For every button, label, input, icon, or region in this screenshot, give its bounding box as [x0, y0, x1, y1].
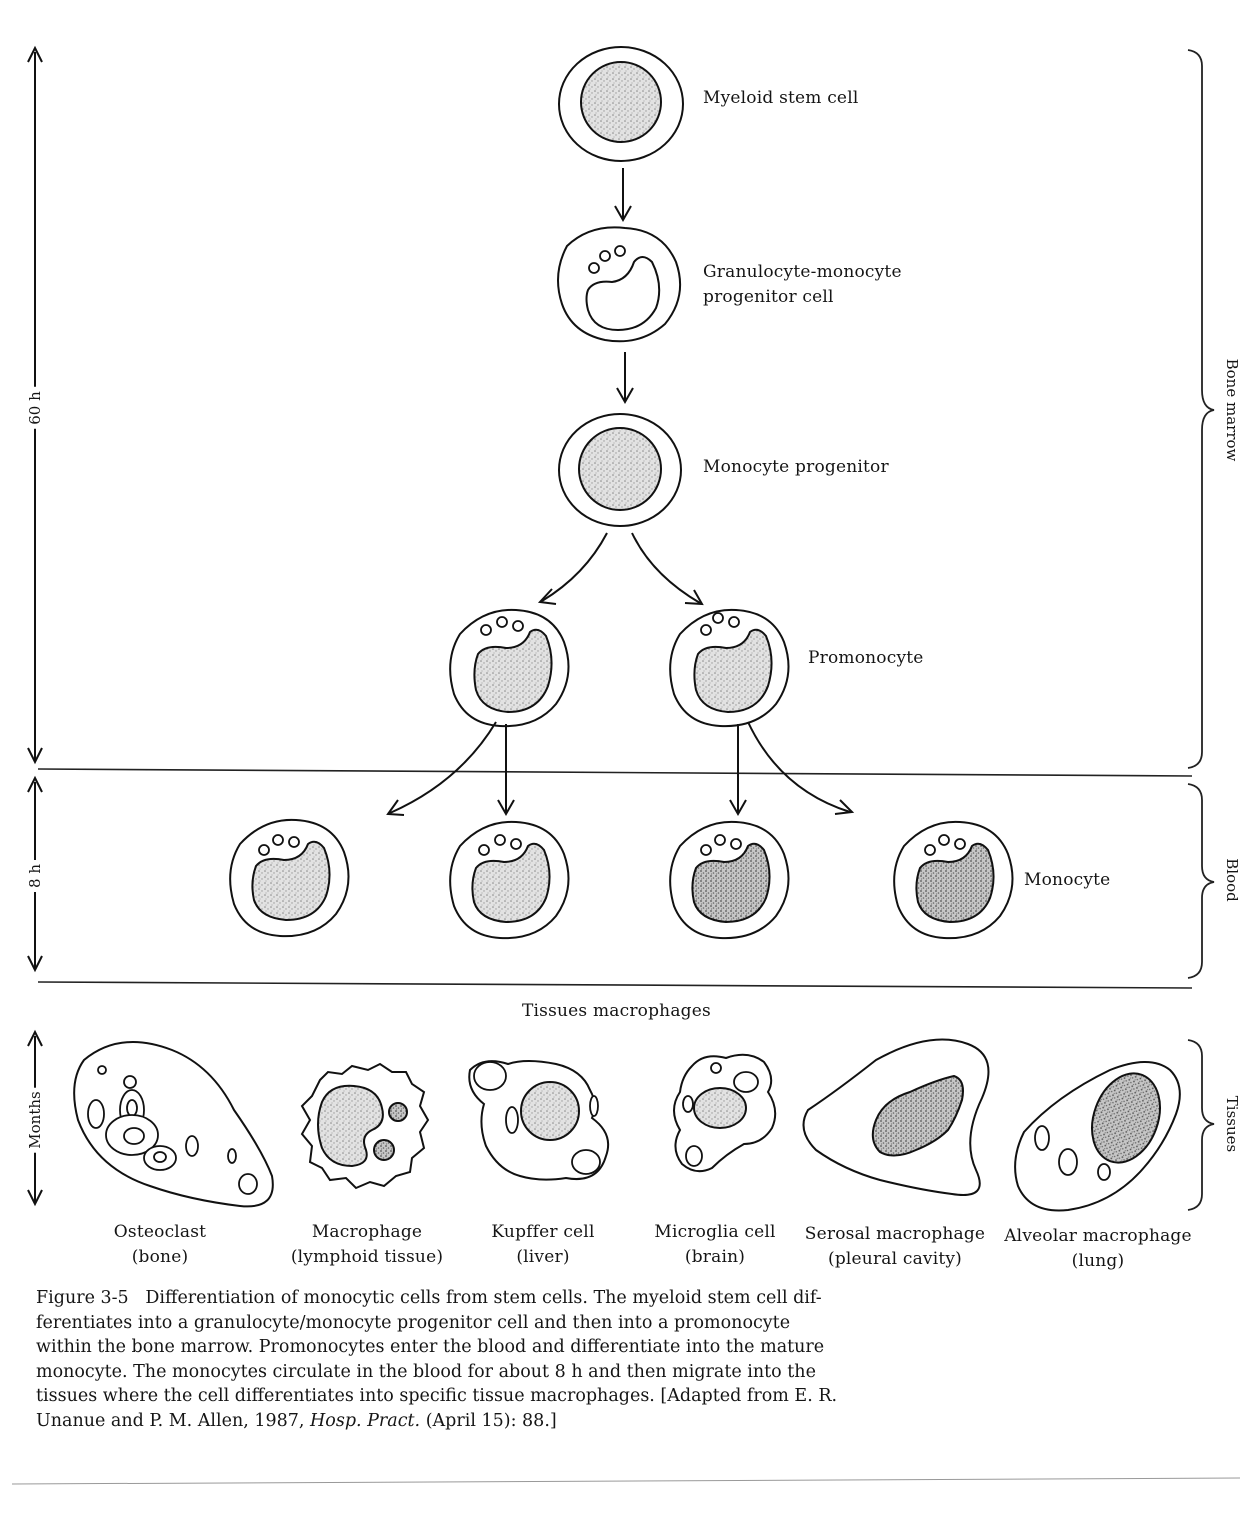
macrophage-site: (brain): [684, 1247, 746, 1267]
monocyte-1: [229, 818, 350, 938]
monocyte-progenitor-cell: [558, 413, 682, 527]
label-compartment-bone-marrow: Bone marrow: [1223, 358, 1241, 462]
separator-caption-bottom: [11, 1477, 1241, 1485]
label-kupffer-cell: Kupffer cell (liver): [478, 1220, 608, 1270]
brace-bone-marrow: [1187, 49, 1215, 769]
separator-marrow-blood: [37, 768, 1193, 777]
caption-text: Unanue and P. M. Allen, 1987,: [36, 1410, 305, 1431]
label-lymphoid-macrophage: Macrophage (lymphoid tissue): [282, 1220, 452, 1270]
label-compartment-blood: Blood: [1223, 858, 1241, 902]
macrophage-name: Microglia cell: [654, 1222, 776, 1242]
caption-citation: (April 15): 88.]: [425, 1410, 557, 1431]
label-tissues-heading: Tissues macrophages: [522, 1001, 711, 1021]
gm-progenitor-cell: [557, 226, 682, 343]
macrophage-name: Macrophage: [311, 1222, 423, 1242]
time-scale-axis: [27, 45, 43, 1207]
caption-line: ferentiates into a granulocyte/monocyte …: [36, 1312, 791, 1333]
label-osteoclast: Osteoclast (bone): [100, 1220, 220, 1270]
label-gm-progenitor-line1: Granulocyte-monocyte: [703, 262, 902, 282]
monocyte-3: [669, 820, 790, 940]
monocyte-2: [449, 820, 570, 940]
microglia-cell: [673, 1053, 777, 1173]
figure-caption: Figure 3-5 Differentiation of monocytic …: [36, 1286, 916, 1433]
brace-tissues: [1187, 1039, 1215, 1211]
label-serosal-macrophage: Serosal macrophage (pleural cavity): [800, 1222, 990, 1272]
kupffer-cell: [468, 1060, 610, 1181]
arrow-to-monocyte-4: [747, 721, 851, 813]
label-alveolar-macrophage: Alveolar macrophage (lung): [1000, 1224, 1196, 1274]
macrophage-site: (bone): [131, 1247, 189, 1267]
caption-journal: Hosp. Pract.: [310, 1410, 421, 1431]
label-monocyte-progenitor: Monocyte progenitor: [703, 457, 889, 477]
caption-line: monocyte. The monocytes circulate in the…: [36, 1361, 816, 1382]
brace-blood: [1187, 783, 1215, 979]
label-promonocyte: Promonocyte: [808, 648, 924, 668]
label-duration-bone-marrow: 60 h: [26, 387, 44, 429]
label-duration-tissues: Months: [26, 1087, 44, 1153]
label-myeloid-stem-cell: Myeloid stem cell: [703, 88, 859, 108]
arrow-to-promonocyte-right: [631, 532, 701, 604]
serosal-macrophage-cell: [802, 1038, 990, 1196]
myeloid-stem-cell: [558, 46, 684, 162]
macrophage-site: (lymphoid tissue): [290, 1247, 444, 1267]
caption-line: within the bone marrow. Promonocytes ent…: [36, 1337, 825, 1357]
promonocyte-left: [449, 608, 570, 728]
caption-line: Unanue and P. M. Allen, 1987, Hosp. Prac…: [36, 1409, 916, 1434]
label-compartment-tissues: Tissues: [1223, 1095, 1241, 1153]
label-microglia-cell: Microglia cell (brain): [650, 1220, 780, 1270]
arrow-to-promonocyte-left: [541, 532, 608, 602]
label-monocyte: Monocyte: [1024, 870, 1111, 890]
monocyte-4: [893, 820, 1014, 940]
macrophage-site: (pleural cavity): [827, 1249, 963, 1269]
lymphoid-macrophage-cell: [300, 1062, 430, 1190]
caption-line: tissues where the cell differentiates in…: [36, 1386, 838, 1406]
label-duration-blood: 8 h: [26, 860, 44, 892]
macrophage-name: Serosal macrophage: [804, 1224, 986, 1244]
macrophage-name: Kupffer cell: [491, 1222, 595, 1242]
macrophage-name: Osteoclast: [113, 1222, 207, 1242]
promonocyte-right: [669, 608, 790, 728]
caption-text: Differentiation of monocytic cells from …: [145, 1288, 822, 1308]
caption-figure-label: Figure 3-5: [36, 1288, 129, 1308]
macrophage-site: (liver): [516, 1247, 570, 1267]
alveolar-macrophage-cell: [1014, 1061, 1181, 1212]
arrow-to-monocyte-1: [389, 721, 497, 814]
osteoclast-cell: [73, 1041, 274, 1208]
macrophage-name: Alveolar macrophage: [1004, 1226, 1192, 1246]
label-gm-progenitor-line2: progenitor cell: [703, 287, 834, 307]
separator-blood-tissues: [37, 981, 1193, 989]
caption-line: Figure 3-5 Differentiation of monocytic …: [36, 1286, 916, 1311]
macrophage-site: (lung): [1071, 1251, 1125, 1271]
